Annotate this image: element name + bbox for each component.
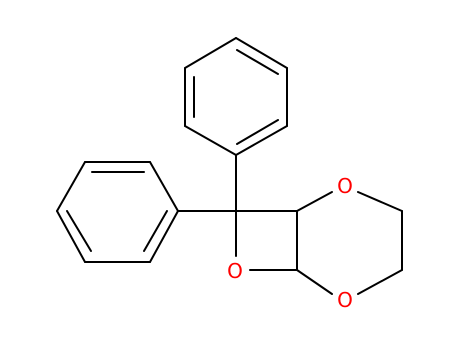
bond-o-top-to-ch2 bbox=[357, 191, 403, 212]
phenyl-top-bond-3 bbox=[235, 125, 288, 156]
phenyl-left-bond-6 bbox=[149, 210, 179, 263]
phenyl-top-bond-4 bbox=[184, 125, 237, 156]
bond-fusion-top-to-o-top bbox=[296, 191, 333, 212]
phenyl-left-bond-4 bbox=[56, 210, 86, 263]
atom-labels-group: O O O bbox=[227, 174, 353, 312]
oxygen-atom-label-ring-bottom: O bbox=[337, 288, 353, 312]
phenyl-left-inner-2 bbox=[66, 210, 92, 252]
oxygen-atom-label-ring-top: O bbox=[337, 174, 353, 198]
phenyl-top-bond-1 bbox=[235, 37, 288, 69]
phenyl-top-bond-6 bbox=[184, 37, 237, 69]
phenyl-top-inner-1 bbox=[236, 49, 279, 75]
phenyl-left-bond-3 bbox=[56, 161, 86, 212]
bonds-group bbox=[56, 37, 403, 295]
bond-ch2-to-o-bottom bbox=[357, 269, 403, 295]
bond-o-bottom-to-fusion-bottom bbox=[296, 269, 333, 295]
phenyl-left-bond-1 bbox=[149, 161, 179, 212]
phenyl-top-inner-2 bbox=[236, 119, 279, 145]
phenyl-left-inner-3 bbox=[143, 210, 168, 252]
oxygen-atom-label-oxetane: O bbox=[227, 259, 243, 283]
